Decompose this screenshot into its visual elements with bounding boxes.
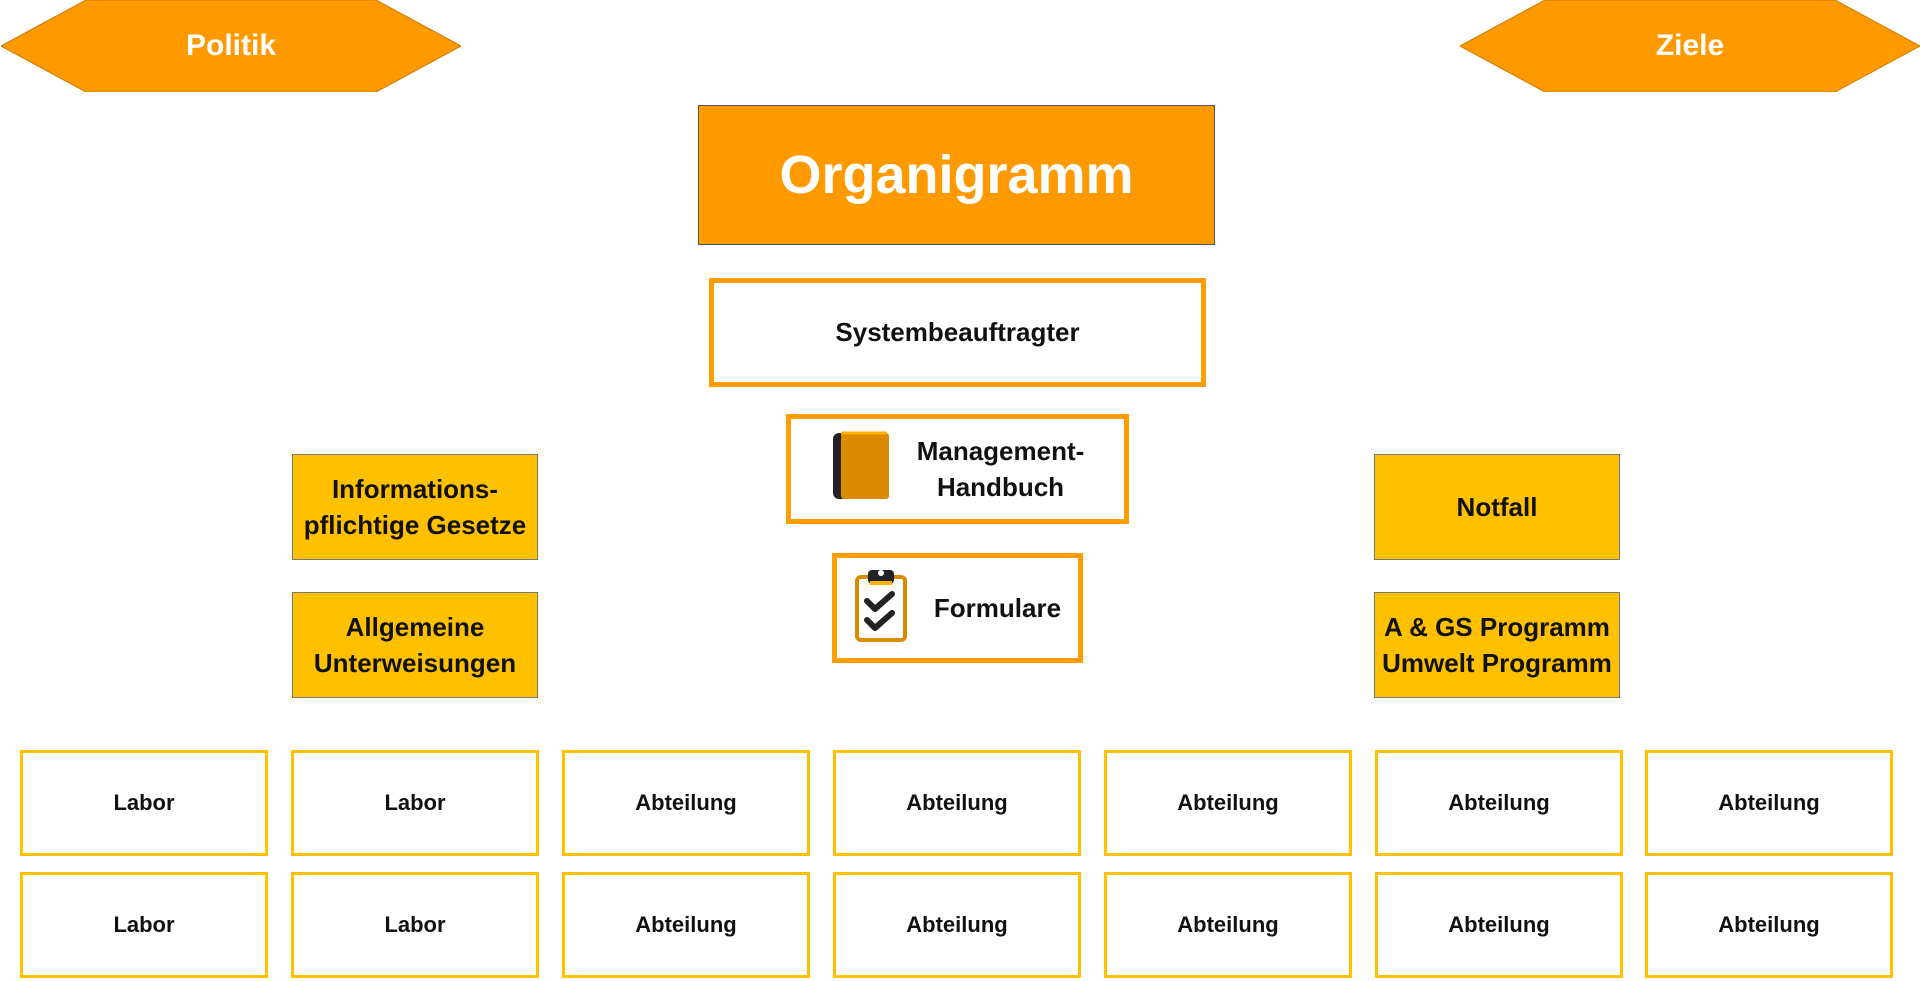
department-label: Labor	[113, 912, 175, 937]
department-box[interactable]: Abteilung	[1375, 750, 1623, 856]
department-box[interactable]: Abteilung	[1104, 872, 1352, 978]
department-box[interactable]: Abteilung	[562, 872, 810, 978]
politik-hexagon[interactable]: Politik	[1, 0, 461, 92]
politik-hexagon-shape	[1, 0, 461, 92]
politik-label: Politik	[185, 29, 276, 62]
notfall-box[interactable]: Notfall	[1374, 454, 1620, 560]
organigramm-title: Organigramm	[698, 105, 1215, 245]
department-box[interactable]: Labor	[20, 872, 268, 978]
department-label: Abteilung	[1718, 912, 1820, 937]
department-box[interactable]: Abteilung	[833, 872, 1081, 978]
department-label: Abteilung	[1448, 790, 1550, 815]
department-label: Abteilung	[1718, 790, 1820, 815]
department-box[interactable]: Abteilung	[1645, 872, 1893, 978]
ziele-label: Ziele	[1655, 29, 1725, 62]
info-gesetze-line1: Informations-	[331, 474, 499, 504]
programm-line2: Umwelt Programm	[1382, 648, 1612, 678]
department-label: Abteilung	[906, 912, 1008, 937]
department-box[interactable]: Abteilung	[833, 750, 1081, 856]
department-label: Abteilung	[906, 790, 1008, 815]
unterweisungen-line1: Allgemeine	[345, 612, 485, 642]
systembeauftragter-label: Systembeauftragter	[835, 317, 1080, 347]
department-box[interactable]: Abteilung	[1104, 750, 1352, 856]
department-box[interactable]: Labor	[20, 750, 268, 856]
programm-line1: A & GS Programm	[1384, 612, 1610, 642]
programm-box[interactable]: A & GS Programm Umwelt Programm	[1374, 592, 1620, 698]
allgemeine-unterweisungen-box[interactable]: Allgemeine Unterweisungen	[292, 592, 538, 698]
formulare-label: Formulare	[933, 592, 1062, 623]
department-label: Labor	[384, 790, 446, 815]
handbuch-line2: Handbuch	[936, 472, 1065, 502]
department-label: Labor	[113, 790, 175, 815]
management-handbuch-box[interactable]: Management- Handbuch	[786, 414, 1129, 524]
ziele-hexagon[interactable]: Ziele	[1460, 0, 1920, 92]
info-gesetze-line2: pflichtige Gesetze	[303, 510, 527, 540]
department-label: Abteilung	[635, 790, 737, 815]
systembeauftragter-box[interactable]: Systembeauftragter	[709, 278, 1206, 387]
clipboard-check-icon	[854, 567, 908, 650]
book-icon	[831, 431, 891, 508]
handbuch-line1: Management-	[916, 436, 1085, 466]
unterweisungen-line2: Unterweisungen	[313, 648, 517, 678]
department-label: Abteilung	[1448, 912, 1550, 937]
department-label: Labor	[384, 912, 446, 937]
notfall-label: Notfall	[1456, 492, 1538, 522]
department-label: Abteilung	[1177, 790, 1279, 815]
informationspflichtige-gesetze-box[interactable]: Informations- pflichtige Gesetze	[292, 454, 538, 560]
formulare-box[interactable]: Formulare	[832, 553, 1083, 663]
department-box[interactable]: Abteilung	[562, 750, 810, 856]
department-box[interactable]: Labor	[291, 750, 539, 856]
department-box[interactable]: Abteilung	[1645, 750, 1893, 856]
department-box[interactable]: Abteilung	[1375, 872, 1623, 978]
department-label: Abteilung	[635, 912, 737, 937]
department-label: Abteilung	[1177, 912, 1279, 937]
ziele-hexagon-shape	[1460, 0, 1920, 92]
department-box[interactable]: Labor	[291, 872, 539, 978]
